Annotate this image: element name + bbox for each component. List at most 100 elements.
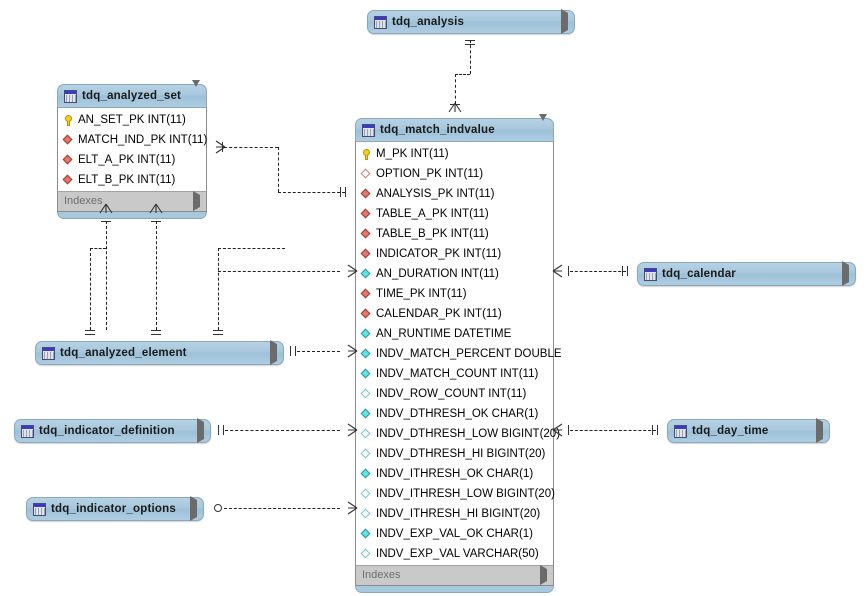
expand-arrow-icon[interactable] bbox=[270, 340, 277, 365]
expand-arrow-icon[interactable] bbox=[540, 565, 547, 585]
one-marker bbox=[222, 142, 223, 152]
crow-foot-marker bbox=[347, 344, 358, 358]
table-row[interactable]: ANALYSIS_PK INT(11) bbox=[356, 184, 553, 204]
column-label: INDV_DTHRESH_LOW BIGINT(20) bbox=[376, 428, 561, 440]
column-label: CALENDAR_PK INT(11) bbox=[376, 308, 502, 320]
column-nullable-icon bbox=[360, 508, 372, 520]
table-icon bbox=[33, 502, 46, 516]
column-notnull-icon bbox=[360, 468, 372, 480]
table-row[interactable]: INDV_MATCH_PERCENT DOUBLE bbox=[356, 344, 562, 364]
one-marker bbox=[218, 425, 219, 435]
table-row[interactable]: INDV_ROW_COUNT INT(11) bbox=[356, 384, 553, 404]
table-row[interactable]: INDV_ITHRESH_HI BIGINT(20) bbox=[356, 504, 553, 524]
table-row[interactable]: ELT_B_PK INT(11) bbox=[58, 170, 206, 190]
table-title: tdq_indicator_options bbox=[51, 503, 176, 515]
table-row[interactable]: INDV_ITHRESH_OK CHAR(1) bbox=[356, 464, 553, 484]
relationship-connector bbox=[278, 192, 345, 193]
table-header-tdq_analysis[interactable]: tdq_analysis bbox=[367, 9, 575, 34]
table-row[interactable]: AN_DURATION INT(11) bbox=[356, 264, 553, 284]
table-tdq_day_time[interactable]: tdq_day_time bbox=[667, 418, 830, 443]
crow-foot-marker bbox=[347, 501, 358, 515]
column-label: OPTION_PK INT(11) bbox=[376, 168, 484, 180]
one-marker bbox=[290, 346, 291, 356]
column-notnull-icon bbox=[360, 268, 372, 280]
column-label: INDV_EXP_VAL VARCHAR(50) bbox=[376, 548, 539, 560]
foreign-key-nullable-icon bbox=[360, 168, 372, 180]
table-icon bbox=[644, 267, 657, 281]
relationship-connector bbox=[570, 271, 626, 272]
table-columns-tdq_match_indvalue: M_PK INT(11) OPTION_PK INT(11) ANALYSIS_PK… bbox=[355, 142, 562, 565]
column-label: M_PK INT(11) bbox=[376, 148, 449, 160]
one-marker bbox=[85, 330, 95, 331]
table-header-tdq_analyzed_element[interactable]: tdq_analyzed_element bbox=[35, 340, 284, 365]
column-label: ELT_A_PK INT(11) bbox=[78, 154, 176, 166]
table-header-tdq_indicator_definition[interactable]: tdq_indicator_definition bbox=[14, 418, 211, 443]
indexes-section-tdq_analyzed_set[interactable]: Indexes bbox=[57, 191, 207, 212]
table-row[interactable]: MATCH_IND_PK INT(11) bbox=[58, 130, 207, 150]
expand-arrow-icon[interactable] bbox=[842, 261, 849, 286]
table-row[interactable]: AN_SET_PK INT(11) bbox=[58, 110, 206, 130]
column-label: ELT_B_PK INT(11) bbox=[78, 174, 176, 186]
table-header-tdq_indicator_options[interactable]: tdq_indicator_options bbox=[26, 496, 204, 521]
crow-foot-marker bbox=[552, 264, 563, 278]
table-title: tdq_analysis bbox=[392, 16, 465, 28]
table-title: tdq_day_time bbox=[692, 425, 769, 437]
table-row[interactable]: AN_RUNTIME DATETIME bbox=[356, 324, 553, 344]
table-tdq_analyzed_element[interactable]: tdq_analyzed_element bbox=[35, 340, 284, 365]
column-label: INDV_ITHRESH_OK CHAR(1) bbox=[376, 468, 534, 480]
table-row[interactable]: TABLE_B_PK INT(11) bbox=[356, 224, 553, 244]
table-header-tdq_calendar[interactable]: tdq_calendar bbox=[637, 261, 856, 286]
column-label: AN_RUNTIME DATETIME bbox=[376, 328, 512, 340]
table-row[interactable]: INDV_MATCH_COUNT INT(11) bbox=[356, 364, 553, 384]
crow-foot-marker bbox=[99, 203, 113, 214]
table-row[interactable]: INDV_DTHRESH_OK CHAR(1) bbox=[356, 404, 553, 424]
table-row[interactable]: TIME_PK INT(11) bbox=[356, 284, 553, 304]
collapse-arrow-icon[interactable] bbox=[192, 80, 200, 107]
relationship-connector bbox=[297, 351, 340, 352]
foreign-key-icon bbox=[62, 154, 74, 166]
table-row[interactable]: INDV_EXP_VAL_OK CHAR(1) bbox=[356, 524, 553, 544]
one-marker bbox=[627, 266, 628, 276]
table-row[interactable]: INDICATOR_PK INT(11) bbox=[356, 244, 553, 264]
expand-arrow-icon[interactable] bbox=[193, 191, 200, 211]
expand-arrow-icon[interactable] bbox=[190, 496, 197, 521]
expand-arrow-icon[interactable] bbox=[561, 9, 568, 34]
table-tdq_calendar[interactable]: tdq_calendar bbox=[637, 261, 856, 286]
indexes-label: Indexes bbox=[64, 195, 103, 207]
column-label: ANALYSIS_PK INT(11) bbox=[376, 188, 495, 200]
table-row[interactable]: INDV_DTHRESH_LOW BIGINT(20) bbox=[356, 424, 560, 444]
table-icon bbox=[674, 424, 687, 438]
expand-arrow-icon[interactable] bbox=[816, 418, 823, 443]
column-label: INDV_ITHRESH_HI BIGINT(20) bbox=[376, 508, 541, 520]
table-tdq_analysis[interactable]: tdq_analysis bbox=[367, 9, 575, 34]
column-notnull-icon bbox=[360, 528, 372, 540]
one-marker bbox=[85, 334, 95, 335]
collapse-arrow-icon[interactable] bbox=[539, 114, 547, 141]
table-tdq_indicator_options[interactable]: tdq_indicator_options bbox=[26, 496, 204, 521]
table-tdq_indicator_definition[interactable]: tdq_indicator_definition bbox=[14, 418, 211, 443]
column-nullable-icon bbox=[360, 388, 372, 400]
column-notnull-icon bbox=[360, 348, 372, 360]
table-row[interactable]: CALENDAR_PK INT(11) bbox=[356, 304, 553, 324]
table-header-tdq_match_indvalue[interactable]: tdq_match_indvalue bbox=[355, 114, 554, 142]
table-row[interactable]: TABLE_A_PK INT(11) bbox=[356, 204, 553, 224]
one-marker bbox=[622, 266, 623, 276]
table-header-tdq_day_time[interactable]: tdq_day_time bbox=[667, 418, 830, 443]
relationship-connector bbox=[156, 221, 157, 330]
primary-key-icon bbox=[63, 114, 74, 126]
table-row[interactable]: ELT_A_PK INT(11) bbox=[58, 150, 206, 170]
table-row[interactable]: INDV_DTHRESH_HI BIGINT(20) bbox=[356, 444, 553, 464]
expand-arrow-icon[interactable] bbox=[197, 418, 204, 443]
table-row[interactable]: INDV_EXP_VAL VARCHAR(50) bbox=[356, 544, 553, 564]
one-marker bbox=[223, 425, 224, 435]
table-title: tdq_match_indvalue bbox=[380, 124, 495, 136]
column-label: INDV_EXP_VAL_OK CHAR(1) bbox=[376, 528, 534, 540]
table-row[interactable]: M_PK INT(11) bbox=[356, 144, 553, 164]
table-row[interactable]: OPTION_PK INT(11) bbox=[356, 164, 553, 184]
indexes-section-tdq_match_indvalue[interactable]: Indexes bbox=[355, 565, 554, 586]
column-nullable-icon bbox=[360, 548, 372, 560]
table-row[interactable]: INDV_ITHRESH_LOW BIGINT(20) bbox=[356, 484, 555, 504]
table-header-tdq_analyzed_set[interactable]: tdq_analyzed_set bbox=[57, 80, 207, 108]
